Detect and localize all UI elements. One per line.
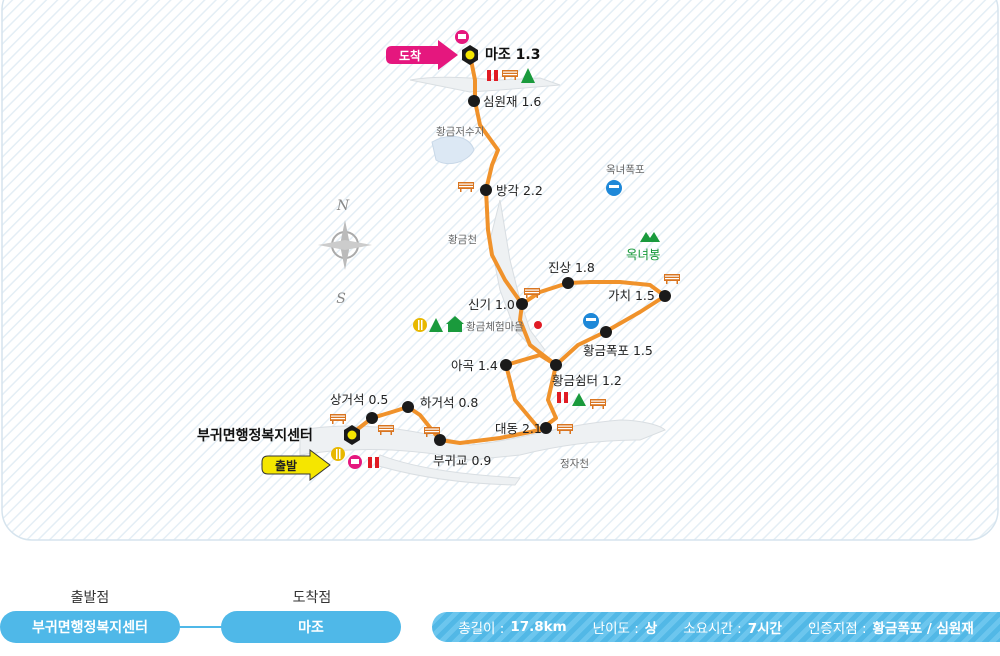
experience-village-label: 황금체험마을 (466, 321, 524, 333)
reservoir-shape (431, 135, 475, 165)
point-label-simwonjae: 심원재 1.6 (483, 94, 541, 109)
camping-icon (572, 393, 586, 406)
start-arrow-label: 출발 (275, 458, 297, 473)
bus-icon (348, 455, 362, 469)
start-arrow: 출발 (261, 449, 331, 481)
time-label: 소요시간 : (683, 621, 742, 637)
point-label-majo: 마조 1.3 (485, 47, 540, 63)
mountain-icon (640, 232, 660, 242)
point-label-hwanggeum-falls: 황금폭포 1.5 (583, 343, 653, 358)
lodging-icon (446, 316, 464, 332)
trailhead-label: 부귀면행정복지센터 (197, 427, 313, 444)
oknyeo-falls-label: 옥녀폭포 (606, 164, 645, 176)
restaurant-icon (331, 447, 345, 461)
bus-icon (455, 30, 469, 44)
point-label-daedong: 대동 2.1 (495, 421, 542, 436)
restaurant-icon (413, 318, 427, 332)
waterfall-icon (583, 313, 599, 329)
jeongjacheon-label: 정자천 (560, 458, 589, 470)
point-label-singi: 신기 1.0 (468, 297, 515, 312)
end-point-pill: 마조 (221, 611, 401, 643)
hwanggeumcheon-label: 황금천 (448, 234, 477, 246)
start-point-pill: 부귀면행정복지센터 (0, 611, 180, 643)
point-label-agok: 아곡 1.4 (451, 358, 498, 373)
route-connector (180, 626, 224, 628)
checkpoints-value: 황금폭포 / 심원재 (872, 621, 974, 637)
map-panel: N S 황금저수지 옥녀폭포 황금천 황금체험마을 정자천 옥녀봉 도착 출발 (1, 0, 999, 541)
point-label-jinsang: 진상 1.8 (548, 260, 595, 275)
checkpoints-label: 인증지점 : (807, 621, 867, 637)
route-info-bar: 출발점 부귀면행정복지센터 도착점 마조 총길이 : 17.8km 난이도 : … (0, 575, 1000, 656)
restroom-icon (368, 457, 379, 468)
camping-icon (429, 318, 443, 332)
route-summary: 총길이 : 17.8km 난이도 : 상 소요시간 : 7시간 인증지점 : 황… (432, 612, 1000, 642)
length-value: 17.8km (510, 619, 567, 635)
time-value: 7시간 (747, 621, 782, 637)
trail-map: N S 황금저수지 옥녀폭포 황금천 황금체험마을 정자천 옥녀봉 도착 출발 (1, 0, 999, 541)
compass-rose: N S (318, 198, 372, 307)
point-label-hwanggeum-shelter: 황금쉼터 1.2 (552, 373, 622, 388)
waterfall-icon (606, 180, 622, 196)
compass-north-label: N (336, 198, 350, 214)
difficulty-label: 난이도 : (592, 621, 639, 637)
point-label-hageoseok: 하거석 0.8 (420, 395, 478, 410)
point-label-sanggeoseok: 상거석 0.5 (330, 392, 388, 407)
point-label-bugwigyo: 부귀교 0.9 (433, 453, 491, 468)
compass-south-label: S (336, 291, 346, 307)
camping-icon (521, 68, 535, 83)
restroom-icon (487, 70, 498, 81)
difficulty-value: 상 (644, 621, 658, 637)
start-caption: 출발점 (70, 590, 110, 606)
end-caption: 도착점 (292, 590, 332, 606)
oknyeobong-label: 옥녀봉 (626, 247, 661, 262)
end-arrow-label: 도착 (399, 48, 421, 63)
village-marker-icon (534, 321, 542, 329)
point-label-banggak: 방각 2.2 (496, 183, 543, 198)
point-label-gachi: 가치 1.5 (608, 288, 655, 303)
checkpoint-nodes (366, 95, 671, 446)
restroom-icon (557, 392, 568, 403)
length-label: 총길이 : (458, 621, 505, 637)
end-arrow: 도착 (386, 40, 458, 70)
reservoir-label: 황금저수지 (436, 126, 484, 138)
